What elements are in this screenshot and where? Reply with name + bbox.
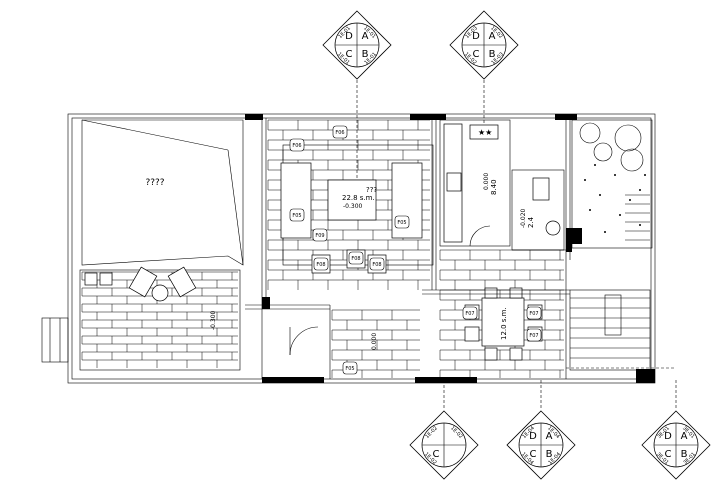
- terrace-level: -0.300: [210, 310, 217, 330]
- symbol-letter-B: B: [362, 49, 369, 60]
- tag-living_br: F05: [394, 215, 410, 229]
- dining-area-value: 12.0 s.m.: [500, 307, 508, 340]
- symbol-letter-D: D: [664, 431, 672, 442]
- symbol-letter-B: B: [546, 449, 553, 460]
- right-stairs: [569, 289, 651, 371]
- kitchen-area: ★★ 8.40 0.000: [439, 119, 511, 247]
- symbol-letter-B: B: [681, 449, 688, 460]
- bathroom-area: 2.4 -0.020: [511, 169, 565, 251]
- hall-level: 0.000: [371, 333, 378, 350]
- tag-table_right: F08: [369, 257, 385, 271]
- symbol-letter-C: C: [473, 49, 480, 60]
- tag-dining_low: F07: [526, 328, 542, 342]
- svg-text:F06: F06: [292, 143, 301, 149]
- symbol-letter-A: A: [362, 31, 369, 42]
- tag-dining_left: F07: [462, 306, 478, 320]
- symbol-letter-C: C: [433, 449, 440, 460]
- hall-floor: [331, 309, 420, 378]
- kitchen-level: 0.000: [483, 173, 490, 190]
- symbol-letter-D: D: [472, 31, 480, 42]
- symbol-letter-C: C: [530, 449, 537, 460]
- dining-furniture: 12.0 s.m.: [464, 287, 543, 361]
- svg-text:F07: F07: [529, 311, 538, 317]
- building-outline: [67, 113, 656, 384]
- living-room-name: ???: [366, 186, 377, 194]
- tag-living_side: F06: [289, 138, 305, 152]
- tag-table_left: F08: [313, 257, 329, 271]
- living-room-level: -0.300: [343, 203, 363, 210]
- courtyard-area: ????: [81, 119, 244, 266]
- tag-hall_tag: F05: [342, 361, 358, 375]
- symbol-letter-A: A: [546, 431, 553, 442]
- tag-dining_right: F07: [526, 306, 542, 320]
- structural-walls: [245, 114, 655, 383]
- svg-text:F09: F09: [315, 233, 324, 239]
- terrace-deck: [79, 266, 241, 371]
- tag-living_top: F06: [332, 125, 348, 139]
- courtyard-label: ????: [145, 178, 164, 188]
- svg-text:F05: F05: [292, 213, 301, 219]
- symbol-letter-D: D: [345, 31, 353, 42]
- symbol-letter-A: A: [489, 31, 496, 42]
- svg-text:F07: F07: [529, 333, 538, 339]
- garden-area: [571, 119, 653, 249]
- svg-text:F05: F05: [345, 366, 354, 372]
- interior-walls: [245, 118, 571, 379]
- svg-text:F05: F05: [397, 220, 406, 226]
- svg-text:F07: F07: [465, 311, 474, 317]
- symbol-letter-C: C: [665, 449, 672, 460]
- left-exterior-door: [41, 317, 69, 363]
- living-room-area: 22.8 s.m.: [342, 194, 375, 202]
- symbol-letter-C: C: [346, 49, 353, 60]
- symbol-letter-B: B: [489, 49, 496, 60]
- symbol-letter-D: D: [529, 431, 537, 442]
- svg-text:F08: F08: [372, 262, 381, 268]
- symbol-leader-lines: [356, 80, 677, 410]
- svg-text:★★: ★★: [478, 128, 492, 137]
- entry-door: [289, 326, 319, 356]
- tag-living_bl: F05: [289, 208, 305, 222]
- symbol-letter-A: A: [681, 431, 688, 442]
- tag-living_stool: F09: [312, 228, 328, 242]
- bath-level: -0.020: [520, 208, 527, 228]
- svg-text:F08: F08: [316, 262, 325, 268]
- svg-text:F06: F06: [335, 130, 344, 136]
- svg-text:F08: F08: [351, 256, 360, 262]
- tag-table_mid: F08: [348, 251, 364, 265]
- kitchen-area-value: 8.40: [490, 179, 498, 195]
- bath-area-value: 2.4: [527, 216, 535, 228]
